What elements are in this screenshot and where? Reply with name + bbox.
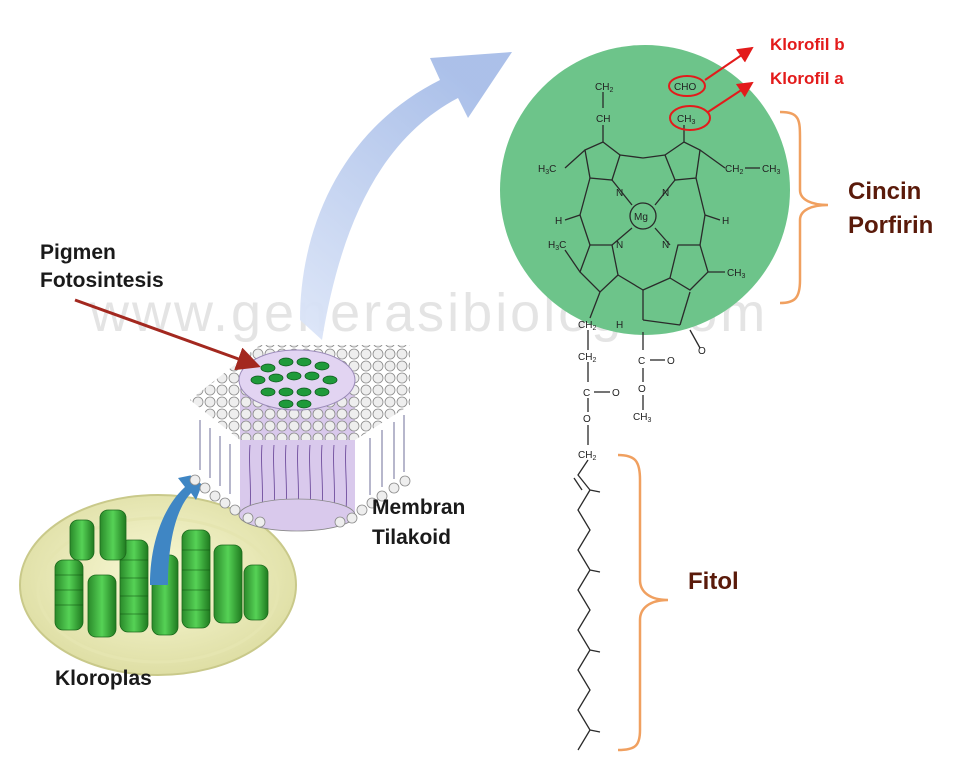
chloroplast xyxy=(19,472,297,676)
svg-text:CH2: CH2 xyxy=(595,82,613,94)
svg-text:CH3: CH3 xyxy=(727,268,745,280)
cincin-label-line1: Cincin xyxy=(848,178,922,205)
chlorophyll-structure xyxy=(564,92,760,751)
svg-text:N: N xyxy=(662,188,669,199)
svg-text:H3C: H3C xyxy=(548,240,566,252)
svg-text:O: O xyxy=(583,414,591,425)
fitol-label: Fitol xyxy=(688,568,739,595)
thylakoid-membrane xyxy=(189,345,411,532)
mg-label: Mg xyxy=(634,212,648,223)
svg-text:H: H xyxy=(555,216,562,227)
svg-text:CH2: CH2 xyxy=(578,352,596,364)
membran-label-line1: Membran xyxy=(372,496,466,519)
svg-text:H: H xyxy=(616,320,623,331)
svg-text:N: N xyxy=(616,188,623,199)
ch3-label: CH3 xyxy=(677,114,695,126)
pigmen-label-line1: Pigmen xyxy=(40,241,116,264)
svg-text:H3C: H3C xyxy=(538,164,556,176)
pigment-pointer-arrow xyxy=(74,298,261,371)
kloroplas-label: Kloroplas xyxy=(55,667,152,690)
svg-text:CH3: CH3 xyxy=(762,164,780,176)
klorofil-a-arrow xyxy=(707,81,754,113)
cho-label: CHO xyxy=(674,82,696,93)
svg-text:CH2: CH2 xyxy=(578,450,596,462)
small-blue-arrow xyxy=(150,472,207,585)
chem-labels: CH2 CH H3C CH2 CH3 H H H3C CH3 CH2 H CH2… xyxy=(538,82,780,462)
svg-text:N: N xyxy=(616,240,623,251)
cho-highlight xyxy=(668,75,706,97)
klorofil-a-label: Klorofil a xyxy=(770,69,844,88)
pigment-dots xyxy=(250,357,338,409)
svg-text:C: C xyxy=(583,388,590,399)
svg-text:CH3: CH3 xyxy=(633,412,651,424)
klorofil-b-label: Klorofil b xyxy=(770,35,845,54)
fitol-brace xyxy=(617,453,669,752)
big-curved-arrow xyxy=(300,52,512,340)
klorofil-b-arrow xyxy=(704,46,754,81)
cincin-label-line2: Porfirin xyxy=(848,212,934,239)
svg-text:N: N xyxy=(662,240,669,251)
svg-text:O: O xyxy=(667,356,675,367)
membran-label-line2: Tilakoid xyxy=(372,526,451,549)
svg-text:C: C xyxy=(638,356,645,367)
svg-text:CH2: CH2 xyxy=(578,320,596,332)
svg-text:O: O xyxy=(638,384,646,395)
pigmen-label-line2: Fotosintesis xyxy=(40,269,164,292)
svg-text:CH2: CH2 xyxy=(725,164,743,176)
svg-text:O: O xyxy=(612,388,620,399)
porphyrin-circle xyxy=(500,45,790,335)
svg-text:CH: CH xyxy=(596,114,610,125)
svg-text:H: H xyxy=(722,216,729,227)
svg-text:O: O xyxy=(698,346,706,357)
porfirin-brace xyxy=(779,110,829,305)
ch3-highlight xyxy=(669,105,711,131)
